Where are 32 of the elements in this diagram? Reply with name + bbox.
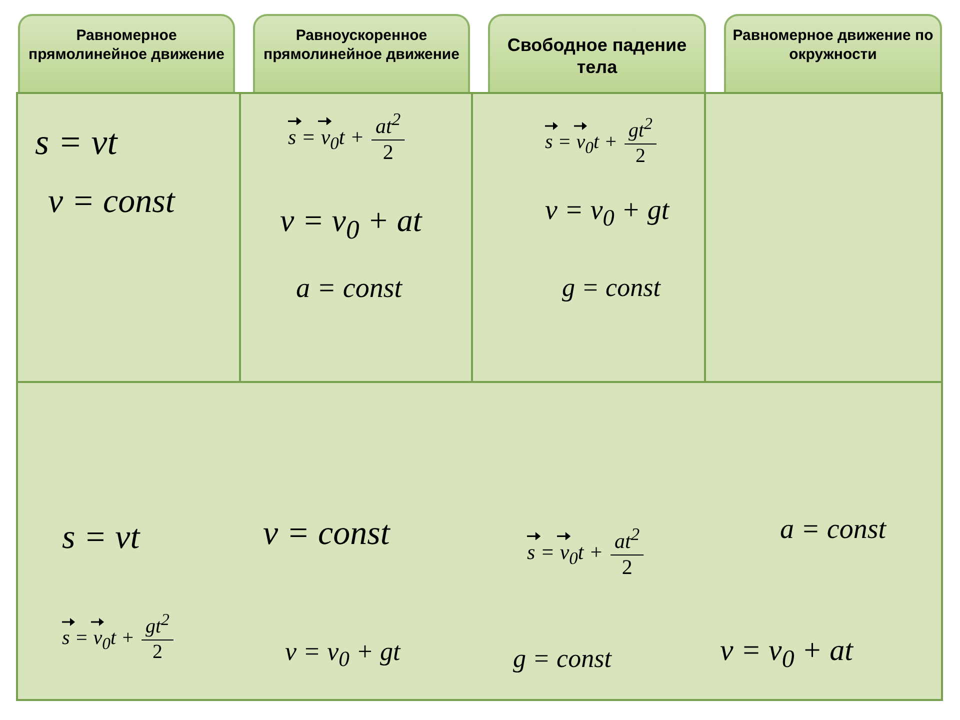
formula: v = const bbox=[263, 515, 390, 553]
header-tab bbox=[724, 14, 942, 93]
fraction-denominator: 2 bbox=[152, 641, 162, 663]
formula: s = v$_{0}$t + bbox=[288, 126, 364, 154]
fraction-numerator: at$^{2}$ bbox=[614, 524, 640, 553]
formula: g = const bbox=[562, 274, 660, 302]
formula: v = v$_{0}$ + gt bbox=[545, 196, 670, 232]
formula: v = const bbox=[48, 183, 175, 221]
formula: s = vt bbox=[35, 123, 118, 163]
formula: v = v$_{0}$ + gt bbox=[285, 638, 400, 672]
fraction-numerator: gt$^{2}$ bbox=[628, 115, 652, 142]
header-text: Равномерное прямолинейное движение bbox=[28, 26, 226, 64]
header-text: Равномерное движение по окружности bbox=[732, 26, 934, 64]
header-tab bbox=[18, 14, 235, 93]
formula: g = const bbox=[513, 644, 612, 674]
fraction-denominator: 2 bbox=[382, 141, 394, 164]
header-text: Равноускоренное прямолинейное движение bbox=[262, 26, 460, 64]
header-tab bbox=[488, 14, 706, 93]
header-text: Свободное падение тела bbox=[506, 34, 688, 78]
fraction-numerator: at$^{2}$ bbox=[376, 110, 401, 138]
fraction-denominator: 2 bbox=[622, 556, 632, 580]
formula: s = v$_{0}$t + bbox=[545, 130, 618, 158]
formula: s = vt bbox=[62, 519, 140, 557]
formula: a = const bbox=[780, 514, 886, 546]
fraction-numerator: gt$^{2}$ bbox=[146, 611, 170, 638]
formula: v = v$_{0}$ + at bbox=[720, 634, 853, 674]
formula: a = const bbox=[296, 274, 402, 304]
formula: v = v$_{0}$ + at bbox=[280, 203, 422, 245]
fraction-denominator: 2 bbox=[635, 145, 646, 167]
formula: s = v$_{0}$t + bbox=[527, 541, 604, 569]
header-tab bbox=[253, 14, 470, 93]
formula: s = v$_{0}$t + bbox=[62, 626, 135, 654]
